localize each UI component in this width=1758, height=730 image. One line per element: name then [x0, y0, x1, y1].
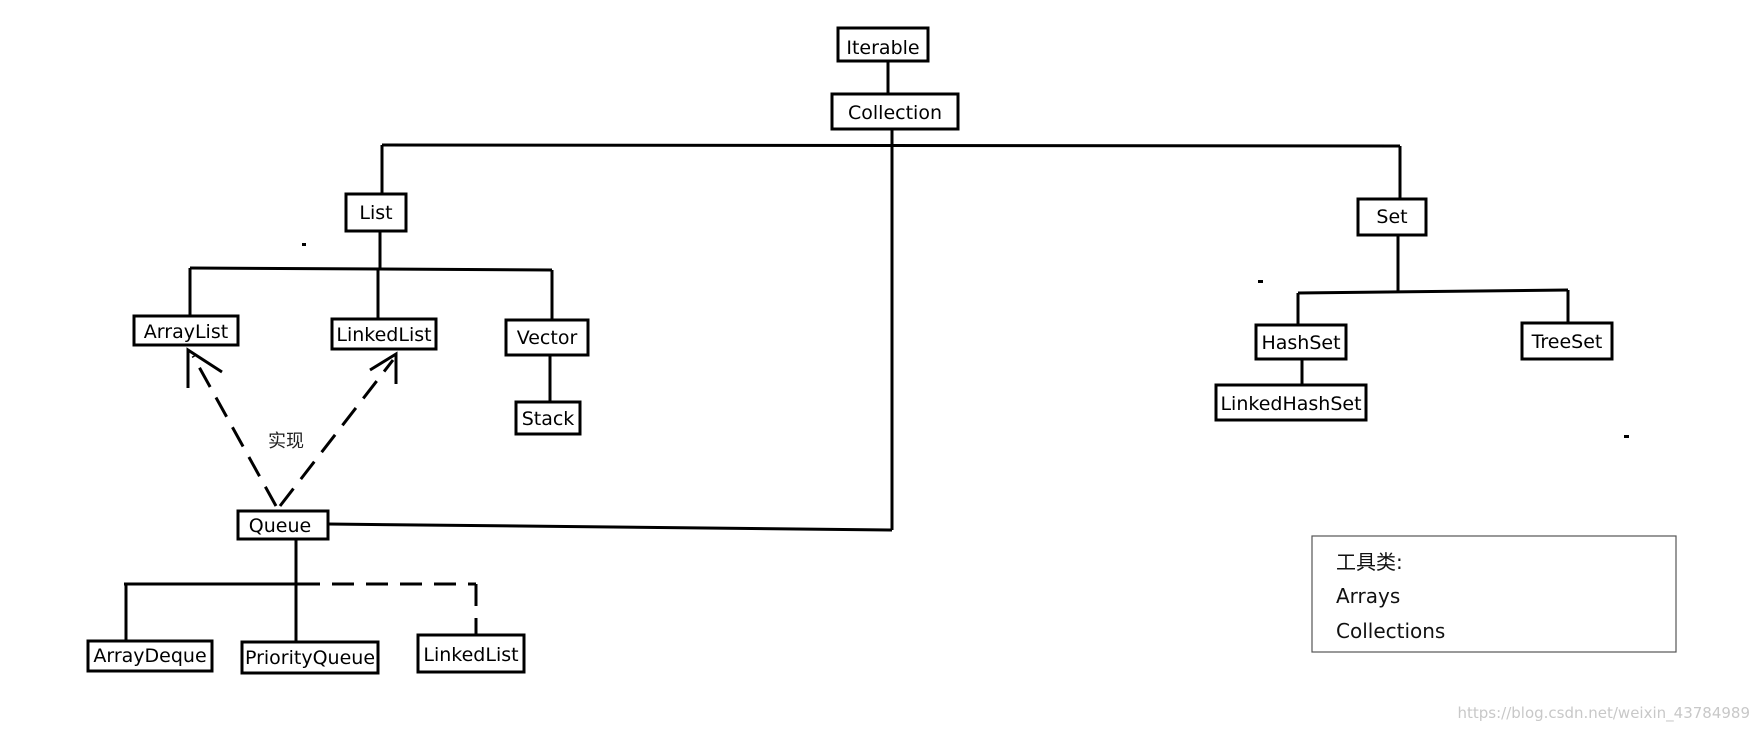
- node-set: Set: [1356, 197, 1428, 237]
- node-linkedhashset-label: LinkedHashSet: [1220, 393, 1361, 415]
- node-linkedlist-label: LinkedList: [336, 324, 431, 346]
- note-item-collections: Collections: [1336, 619, 1445, 643]
- node-hashset-label: HashSet: [1261, 332, 1340, 354]
- node-set-label: Set: [1376, 206, 1407, 228]
- dashed-connector-lines: [191, 355, 478, 636]
- node-arraylist: ArrayList: [132, 314, 240, 347]
- connector-lines: [124, 62, 1570, 642]
- node-hashset: HashSet: [1254, 323, 1348, 361]
- arrowheads: [186, 347, 398, 388]
- node-iterable-label: Iterable: [846, 37, 919, 59]
- node-queue-label: Queue: [249, 515, 311, 537]
- node-vector: Vector: [504, 318, 590, 357]
- implements-arrow-arraylist: [191, 355, 278, 507]
- node-list-label: List: [359, 202, 392, 224]
- node-priorityqueue-label: PriorityQueue: [245, 647, 375, 669]
- node-iterable: Iterable: [836, 26, 930, 63]
- watermark: https://blog.csdn.net/weixin_43784989: [1457, 704, 1750, 723]
- node-arraydeque-label: ArrayDeque: [93, 645, 206, 667]
- node-arraylist-label: ArrayList: [144, 321, 228, 343]
- node-treeset: TreeSet: [1520, 321, 1614, 361]
- note-title: 工具类:: [1336, 550, 1403, 574]
- edge-queue-collection: [327, 522, 893, 532]
- edge-collection-branches: [381, 143, 1401, 148]
- node-collection: Collection: [830, 92, 960, 131]
- node-linkedlist: LinkedList: [330, 317, 438, 351]
- utility-classes-note: 工具类: Arrays Collections: [1311, 535, 1677, 653]
- node-arraydeque: ArrayDeque: [86, 639, 214, 673]
- arrowhead-linkedlist: [369, 351, 398, 384]
- node-queue: Queue: [236, 509, 330, 541]
- edge-list-branches: [189, 266, 553, 272]
- node-linkedlist-queue: LinkedList: [416, 633, 526, 674]
- arrowhead-arraylist: [186, 347, 223, 388]
- node-vector-label: Vector: [517, 327, 578, 349]
- node-list: List: [344, 192, 408, 233]
- node-linkedhashset: LinkedHashSet: [1214, 383, 1368, 422]
- node-stack: Stack: [514, 400, 582, 436]
- edge-set-branches: [1297, 288, 1569, 295]
- stray-marks: [302, 243, 1629, 438]
- implements-label: 实现: [268, 431, 304, 452]
- note-item-arrays: Arrays: [1336, 584, 1400, 608]
- node-treeset-label: TreeSet: [1531, 331, 1603, 353]
- node-linkedlist-queue-label: LinkedList: [423, 644, 518, 666]
- node-stack-label: Stack: [522, 408, 575, 430]
- node-collection-label: Collection: [848, 102, 942, 124]
- implements-arrow-linkedlist: [278, 359, 395, 507]
- node-priorityqueue: PriorityQueue: [240, 640, 380, 675]
